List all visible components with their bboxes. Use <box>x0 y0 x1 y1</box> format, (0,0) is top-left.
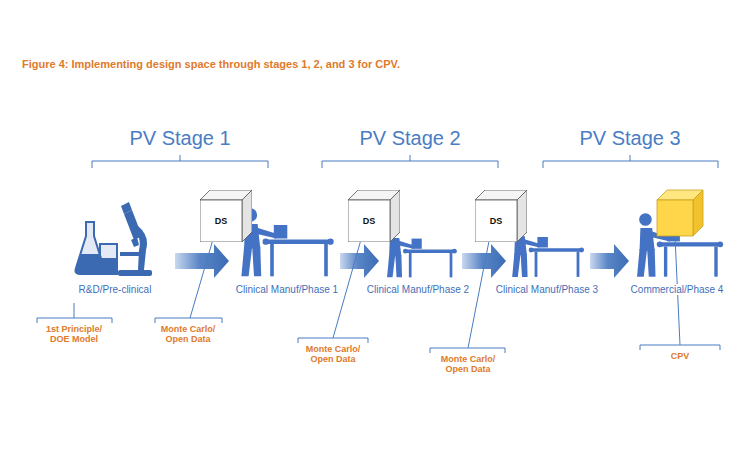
cube-front <box>348 200 390 242</box>
note-bracket <box>37 303 112 323</box>
cube-side <box>242 190 252 242</box>
method-note: 1st Principle/ DOE Model <box>38 324 110 345</box>
method-note: CPV <box>644 351 716 361</box>
lab-icon <box>76 202 153 276</box>
station-label: R&D/Pre-clinical <box>77 284 154 295</box>
method-note: Monte Carlo/ Open Data <box>297 344 369 365</box>
microscope <box>118 202 152 276</box>
design-space-cube: DS <box>348 190 400 242</box>
cube-side <box>390 190 400 242</box>
block-arrow <box>340 244 379 278</box>
commercial-cube <box>657 190 703 236</box>
cube-front <box>200 200 242 242</box>
cube-front <box>475 200 517 242</box>
stage-bracket <box>322 155 498 168</box>
design-space-cube: DS <box>200 190 252 242</box>
station-label: Clinical Manuf/Phase 3 <box>494 284 600 295</box>
worker-icon <box>241 208 333 276</box>
method-note: Monte Carlo/ Open Data <box>152 324 224 345</box>
stage-bracket <box>92 155 268 168</box>
stage-heading: PV Stage 2 <box>359 127 460 150</box>
stage-bracket <box>543 155 718 168</box>
flask <box>76 222 105 274</box>
stage-heading: PV Stage 3 <box>579 127 680 150</box>
block-arrow <box>175 244 229 278</box>
design-space-cube: DS <box>475 190 527 242</box>
figure-title: Figure 4: Implementing design space thro… <box>22 58 400 70</box>
station-label: Clinical Manuf/Phase 2 <box>365 284 471 295</box>
cube-label: DS <box>475 200 517 242</box>
block-arrow <box>462 244 506 278</box>
cube-label: DS <box>348 200 390 242</box>
cube-label: DS <box>200 200 242 242</box>
flask-liquid <box>76 254 105 274</box>
block-arrow <box>590 244 629 278</box>
station-label: Commercial/Phase 4 <box>629 284 726 295</box>
station-label: Clinical Manuf/Phase 1 <box>234 284 340 295</box>
cube-side <box>517 190 527 242</box>
note-bracket <box>155 236 222 323</box>
stage-heading: PV Stage 1 <box>129 127 230 150</box>
method-note: Monte Carlo/ Open Data <box>432 354 504 375</box>
